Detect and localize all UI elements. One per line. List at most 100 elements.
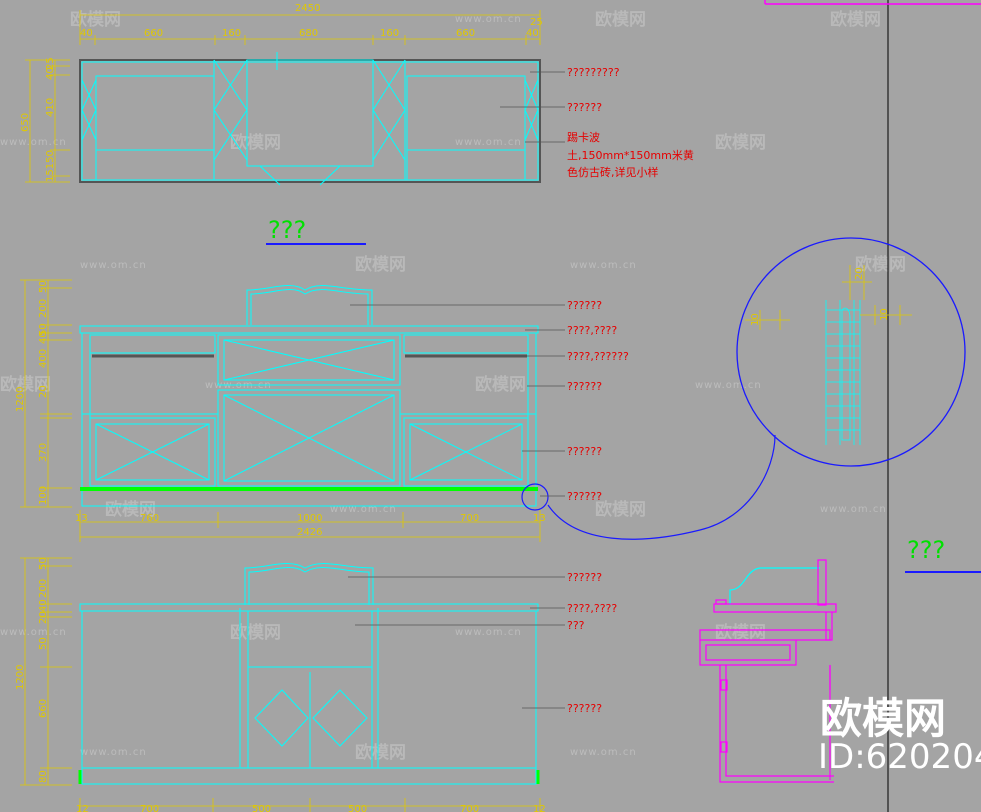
- dim-label: 200: [38, 579, 49, 598]
- annotation: ????,??????: [567, 350, 629, 363]
- annotation-tile-line: 踢卡波: [567, 131, 600, 144]
- dim-label: 13: [75, 513, 88, 524]
- annotation-tile-line: 色仿古砖,详见小样: [567, 165, 659, 179]
- svg-text:欧模网: 欧模网: [595, 9, 646, 30]
- dim-height: 1200: [15, 387, 26, 412]
- annotation: ?????????: [567, 66, 620, 79]
- dim-height: 1200: [15, 665, 26, 690]
- svg-text:欧模网: 欧模网: [475, 374, 526, 395]
- dim-label: 100: [38, 486, 49, 505]
- watermark-url: www.om.cn: [80, 260, 146, 271]
- dim-label: 20: [38, 611, 49, 624]
- dim-label: 20: [854, 267, 865, 280]
- annotation: ??????: [567, 445, 602, 458]
- svg-text:www.om.cn: www.om.cn: [80, 747, 147, 758]
- side-section-view: [699, 559, 837, 783]
- annotation: ??????: [567, 380, 602, 393]
- annotation: ??????: [567, 702, 602, 715]
- watermark: 欧模网: [715, 622, 766, 643]
- annotation-tile-line: 土,150mm*150mm米黄: [567, 148, 694, 162]
- watermark-url: www.om.cn: [455, 14, 521, 25]
- dim-label: 680: [299, 28, 318, 39]
- svg-text:欧模网: 欧模网: [830, 9, 881, 30]
- brand-watermark: 欧模网 ID:620204: [818, 694, 981, 777]
- detail-callout-circle[interactable]: [521, 483, 549, 511]
- dim-label: 12: [76, 804, 89, 812]
- watermark: 欧模网: [715, 132, 766, 153]
- watermark-url: www.om.cn: [570, 260, 637, 271]
- dim-label: 160: [222, 28, 241, 39]
- dim-label: 660: [38, 699, 49, 718]
- svg-text:欧模网: 欧模网: [715, 132, 766, 153]
- dim-total-width: 2426: [297, 527, 322, 538]
- dim-label: 410: [45, 98, 56, 117]
- svg-text:www.om.cn: www.om.cn: [455, 137, 522, 148]
- watermark-url: www.om.cn: [455, 137, 522, 148]
- watermark-url: www.om.cn: [695, 380, 761, 391]
- dim-label: 50: [38, 637, 49, 650]
- top-cabinet-drawing: [79, 52, 541, 186]
- svg-text:欧模网: 欧模网: [855, 254, 906, 275]
- watermark-url: www.om.cn: [570, 747, 637, 758]
- svg-text:www.om.cn: www.om.cn: [330, 504, 397, 515]
- brand-id: ID:620204: [818, 737, 981, 777]
- bottom-elevation-view: 1200 50 200 40 20 50 660 80: [15, 557, 617, 812]
- dim-label: 370: [38, 443, 49, 462]
- watermark-url: www.om.cn: [80, 747, 147, 758]
- dim-label: 80: [38, 770, 49, 783]
- watermark: 欧模网: [0, 374, 51, 395]
- detail-tile-grid: [825, 300, 861, 445]
- dim-label: 15150: [45, 150, 56, 182]
- middle-elevation-view: 1200 50 200 50 40 400 20 370 100: [15, 279, 629, 542]
- dim-label: 10: [879, 308, 890, 321]
- annotation: ??????: [567, 101, 602, 114]
- dim-label: 40: [45, 67, 56, 80]
- watermark: 欧模网: [475, 374, 526, 395]
- dim-label: 50: [38, 557, 49, 570]
- watermark-url: www.om.cn: [330, 504, 397, 515]
- svg-text:欧模网: 欧模网: [70, 9, 121, 30]
- bottom-dimension-chain: [79, 798, 541, 812]
- svg-text:www.om.cn: www.om.cn: [455, 627, 522, 638]
- dim-label: 500: [252, 804, 271, 812]
- section-title: ???: [268, 216, 306, 244]
- watermark: 欧模网: [70, 9, 121, 30]
- detail-leader-curve: [547, 434, 776, 540]
- annotation: ????,????: [567, 602, 617, 615]
- svg-text:欧模网: 欧模网: [715, 622, 766, 643]
- annotation: ???: [567, 619, 585, 632]
- svg-text:欧模网: 欧模网: [595, 499, 646, 520]
- watermark-url: www.om.cn: [820, 504, 886, 515]
- leader-lines: [350, 304, 565, 497]
- annotation: ????,????: [567, 324, 617, 337]
- dim-label: 40: [526, 28, 539, 39]
- detail-magnified-circle[interactable]: [736, 237, 966, 467]
- svg-text:欧模网: 欧模网: [355, 742, 406, 763]
- watermark: 欧模网: [355, 254, 406, 275]
- brand-logo-text: 欧模网: [820, 694, 946, 743]
- svg-text:www.om.cn: www.om.cn: [0, 627, 67, 638]
- left-dimension-chain: [25, 59, 70, 183]
- watermark: 欧模网: [355, 742, 406, 763]
- sheet-border: [764, 0, 981, 812]
- watermark-url: www.om.cn: [0, 137, 66, 148]
- watermark-url: www.om.cn: [0, 627, 67, 638]
- dim-label: 660: [456, 28, 475, 39]
- svg-text:www.om.cn: www.om.cn: [570, 260, 637, 271]
- dim-label: 25: [45, 57, 56, 70]
- dim-label: 660: [144, 28, 163, 39]
- watermark: 欧模网: [230, 132, 281, 153]
- svg-text:欧模网: 欧模网: [105, 499, 156, 520]
- watermark: 欧模网: [855, 254, 906, 275]
- dim-label: 20: [38, 385, 49, 398]
- leader-lines: [500, 71, 565, 143]
- leader-lines: [348, 576, 565, 709]
- dim-label: 700: [460, 513, 479, 524]
- dim-label: 50: [38, 323, 49, 336]
- svg-text:www.om.cn: www.om.cn: [570, 747, 637, 758]
- middle-cabinet-drawing: [79, 285, 539, 507]
- detail-view: 10 20 10 ???: [547, 237, 981, 573]
- watermark: 欧模网: [595, 9, 646, 30]
